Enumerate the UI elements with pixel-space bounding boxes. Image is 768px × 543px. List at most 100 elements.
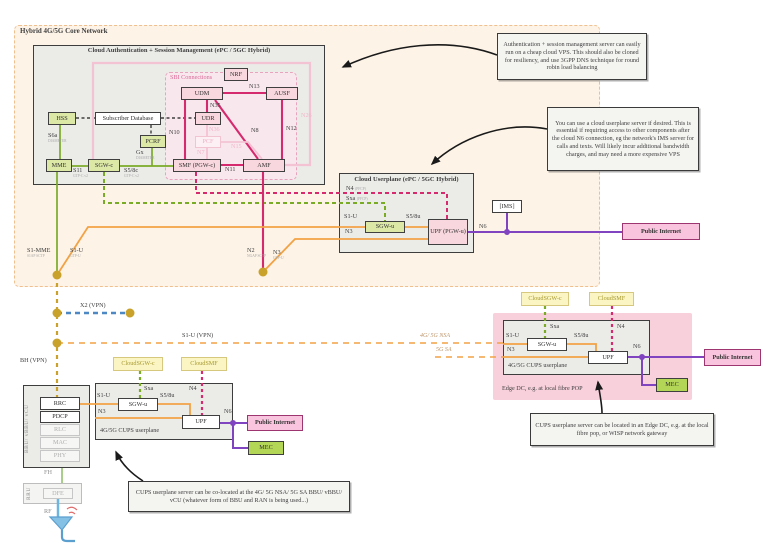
subscriber-database-label: Subscriber Database bbox=[102, 114, 154, 122]
sgw-u-mid: SGW-u bbox=[118, 398, 158, 411]
s58u-mid-label-text: S5/8u bbox=[160, 392, 175, 399]
mec-edge-label: MEC bbox=[665, 381, 679, 389]
n36-label-text: N36 bbox=[209, 126, 220, 133]
upf-edge-label: UPF bbox=[602, 353, 614, 361]
public-internet-edge-label: Public Internet bbox=[712, 353, 753, 361]
upf-mid: UPF bbox=[182, 415, 220, 429]
note-colocated-cups: CUPS userplane server can be co-located … bbox=[128, 481, 350, 512]
n12-label-text: N12 bbox=[286, 125, 297, 132]
s58u-cloud-label-text: S5/8u bbox=[406, 213, 421, 220]
cloud-sgw-c-edge: CloudSGW-c bbox=[521, 292, 569, 306]
n3-edge-label: N3 bbox=[507, 346, 515, 354]
rrc-label: RRC bbox=[53, 399, 67, 407]
n4-edge-label-text: N4 bbox=[617, 323, 625, 330]
s58u-cloud-label: S5/8u bbox=[406, 213, 421, 221]
pdcp: PDCP bbox=[40, 411, 80, 423]
note-auth-vps-text: Authentication + session management serv… bbox=[503, 41, 641, 72]
n8-label: N8 bbox=[251, 127, 259, 135]
n35-label-text: N35 bbox=[210, 102, 221, 109]
cups-edge-label: 4G/5G CUPS userplane bbox=[508, 362, 568, 370]
n35-label: N35 bbox=[210, 102, 221, 110]
rru-vertical-label: RRU bbox=[26, 486, 33, 501]
cloud-sgw-c-mid-label: CloudSGW-c bbox=[121, 360, 155, 368]
bh-vpn-label: BH (VPN) bbox=[20, 357, 47, 365]
smf-pgw-c: SMF (PGW-c) bbox=[173, 159, 221, 172]
s1-mme-label-text: S1-MME bbox=[27, 247, 51, 254]
s6a-label-protocol: DIAMETER bbox=[48, 138, 67, 143]
mec-mid: MEC bbox=[248, 441, 284, 455]
s58u-edge-label-text: S5/8u bbox=[574, 332, 589, 339]
upf-pgw-u-cloud-label: UPF (PGW-u) bbox=[430, 228, 466, 236]
s1u-cloud-label-text: S1-U bbox=[344, 213, 358, 220]
n3-label-protocol: GTP-U bbox=[273, 255, 284, 260]
s1u-mid-label-text: S1-U bbox=[97, 392, 111, 399]
gx-label-protocol: DIAMETER bbox=[136, 155, 155, 160]
cloud-auth-title: Cloud Authentication + Session Managemen… bbox=[33, 47, 325, 55]
n3-mid-label: N3 bbox=[98, 408, 106, 416]
n3-cloud-label-text: N3 bbox=[345, 228, 353, 235]
rru-vertical-label-text: RRU bbox=[26, 487, 32, 500]
n6-edge-label-text: N6 bbox=[633, 343, 641, 350]
cups-mid-label: 4G/5G CUPS userplane bbox=[100, 427, 160, 435]
public-internet-mid: Public Internet bbox=[247, 415, 303, 431]
n2-label-text: N2 bbox=[247, 247, 255, 254]
n13-label-text: N13 bbox=[249, 83, 260, 90]
sgw-u-edge-label: SGW-u bbox=[537, 340, 557, 348]
udm: UDM bbox=[181, 87, 223, 100]
dfe-label: DFE bbox=[52, 489, 64, 497]
n6-mid-label: N6 bbox=[224, 408, 232, 416]
amf: AMF bbox=[243, 159, 285, 172]
cloud-sgw-c-edge-label: CloudSGW-c bbox=[528, 295, 562, 303]
pcf: PCF bbox=[195, 136, 221, 148]
n4-mid-label-text: N4 bbox=[189, 385, 197, 392]
sgw-u-edge: SGW-u bbox=[527, 338, 567, 351]
n3-cloud-label: N3 bbox=[345, 228, 353, 236]
nsa-label: 4G/ 5G NSA bbox=[420, 333, 450, 339]
n26-label-text: N26 bbox=[301, 112, 312, 119]
sa-label: 5G SA bbox=[436, 347, 452, 353]
n7-label-text: N7 bbox=[197, 149, 205, 156]
note-cloud-userplane: You can use a cloud userplane server if … bbox=[547, 107, 699, 171]
upf-pgw-u-cloud: UPF (PGW-u) bbox=[428, 219, 468, 245]
ausf: AUSF bbox=[266, 87, 298, 100]
cloud-smf-mid-label: CloudSMF bbox=[190, 360, 218, 368]
n15-label-text: N15 bbox=[231, 143, 242, 150]
cloud-userplane-title: Cloud Userplane (ePC / 5GC Hybrid) bbox=[339, 176, 474, 184]
pcrf: PCRF bbox=[140, 135, 166, 148]
fh-label: FH bbox=[44, 469, 52, 477]
n4-cloud-label: N4 (PFCP) bbox=[346, 185, 366, 193]
hss-label: HSS bbox=[56, 114, 68, 122]
x2-vpn-label-text: X2 (VPN) bbox=[80, 302, 106, 309]
n11-label: N11 bbox=[225, 166, 236, 174]
nsa-label-text: 4G/ 5G NSA bbox=[420, 333, 450, 339]
n6-mid-label-text: N6 bbox=[224, 408, 232, 415]
n6-cloud-label: N6 bbox=[479, 223, 487, 231]
cloud-userplane-title-text: Cloud Userplane (ePC / 5GC Hybrid) bbox=[354, 176, 459, 183]
cups-edge-label-text: 4G/5G CUPS userplane bbox=[508, 362, 568, 369]
sgw-c-label: SGW-c bbox=[94, 161, 114, 169]
cloud-auth-title-text: Cloud Authentication + Session Managemen… bbox=[87, 47, 271, 54]
gx-label-text: Gx bbox=[136, 149, 144, 156]
pdcp-label: PDCP bbox=[52, 413, 68, 421]
n11-label-text: N11 bbox=[225, 166, 236, 173]
public-internet-cloud: Public Internet bbox=[622, 223, 700, 240]
mac-label: MAC bbox=[52, 439, 68, 447]
rf-label-text: RF bbox=[44, 508, 52, 515]
mec-edge: MEC bbox=[656, 378, 688, 392]
n3-mid-label-text: N3 bbox=[98, 408, 106, 415]
cloud-sgw-c-mid: CloudSGW-c bbox=[113, 357, 163, 371]
n10-label: N10 bbox=[169, 129, 180, 137]
sbi-connections-label-text: SBI Connections bbox=[170, 74, 213, 81]
n4-cloud-label-text: N4 bbox=[346, 185, 356, 192]
cups-mid-label-text: 4G/5G CUPS userplane bbox=[100, 427, 160, 434]
hybrid-core-title-text: Hybrid 4G/5G Core Network bbox=[20, 27, 108, 35]
n13-label: N13 bbox=[249, 83, 260, 91]
rf-label: RF bbox=[44, 508, 52, 516]
s11-label-text: S11 bbox=[73, 167, 83, 174]
n6-cloud-label-text: N6 bbox=[479, 223, 487, 230]
n2-label-protocol: NGAP SCTP bbox=[247, 253, 267, 258]
sxa-edge-label: Sxa bbox=[550, 323, 559, 331]
